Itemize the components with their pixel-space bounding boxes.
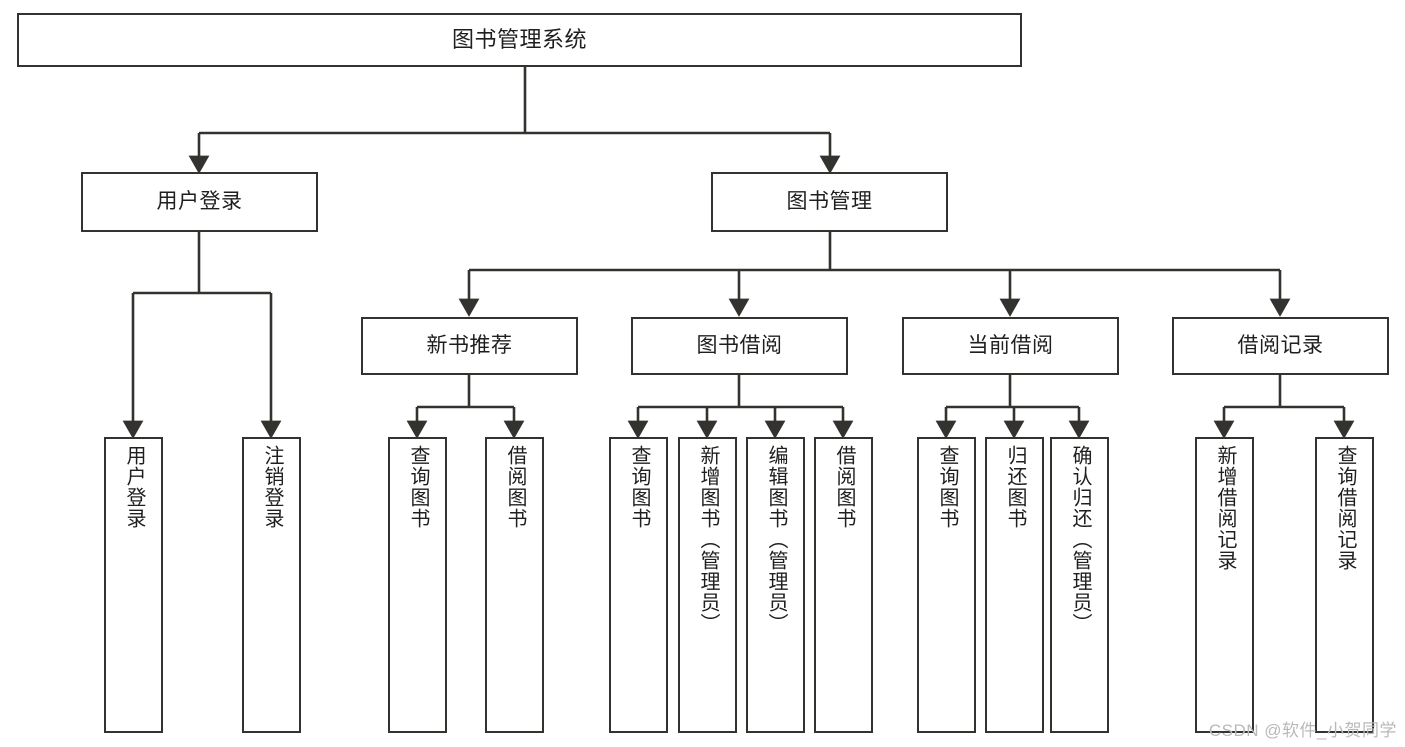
node-user-login[interactable]: 用户登录 bbox=[81, 172, 318, 232]
node-label: 查询借阅记录 bbox=[1334, 445, 1356, 571]
leaf-current-return-book[interactable]: 归还图书 bbox=[985, 437, 1044, 733]
leaf-new-book-borrow-book[interactable]: 借阅图书 bbox=[485, 437, 544, 733]
node-label: 编辑图书（管理员） bbox=[765, 445, 787, 634]
leaf-current-confirm-return-admin[interactable]: 确认归还（管理员） bbox=[1050, 437, 1109, 733]
leaf-borrow-add-book-admin[interactable]: 新增图书（管理员） bbox=[678, 437, 737, 733]
leaf-borrow-borrow-book[interactable]: 借阅图书 bbox=[814, 437, 873, 733]
node-label: 图书管理系统 bbox=[451, 27, 587, 53]
node-book-borrow[interactable]: 图书借阅 bbox=[631, 317, 848, 375]
node-label: 新增借阅记录 bbox=[1214, 445, 1236, 571]
node-label: 确认归还（管理员） bbox=[1069, 445, 1091, 634]
node-label: 新书推荐 bbox=[426, 333, 513, 357]
node-label: 当前借阅 bbox=[967, 333, 1054, 357]
leaf-user-login-login[interactable]: 用户登录 bbox=[104, 437, 163, 733]
node-label: 用户登录 bbox=[123, 445, 145, 529]
node-borrow-record[interactable]: 借阅记录 bbox=[1172, 317, 1389, 375]
node-label: 借阅记录 bbox=[1237, 333, 1324, 357]
node-new-book-recommendation[interactable]: 新书推荐 bbox=[361, 317, 578, 375]
node-current-borrow[interactable]: 当前借阅 bbox=[902, 317, 1119, 375]
node-label: 归还图书 bbox=[1004, 445, 1026, 529]
node-label: 借阅图书 bbox=[833, 445, 855, 529]
leaf-user-login-logout[interactable]: 注销登录 bbox=[242, 437, 301, 733]
node-label: 借阅图书 bbox=[504, 445, 526, 529]
node-label: 注销登录 bbox=[261, 445, 283, 529]
node-label: 新增图书（管理员） bbox=[697, 445, 719, 634]
node-label: 查询图书 bbox=[628, 445, 650, 529]
node-label: 用户登录 bbox=[156, 189, 243, 213]
node-root-library-system[interactable]: 图书管理系统 bbox=[17, 13, 1022, 67]
node-label: 图书管理 bbox=[786, 189, 873, 213]
leaf-new-book-query-book[interactable]: 查询图书 bbox=[388, 437, 447, 733]
node-label: 查询图书 bbox=[407, 445, 429, 529]
node-book-management[interactable]: 图书管理 bbox=[711, 172, 948, 232]
leaf-borrow-edit-book-admin[interactable]: 编辑图书（管理员） bbox=[746, 437, 805, 733]
leaf-record-query-borrow-record[interactable]: 查询借阅记录 bbox=[1315, 437, 1374, 733]
leaf-record-add-borrow-record[interactable]: 新增借阅记录 bbox=[1195, 437, 1254, 733]
leaf-borrow-query-book[interactable]: 查询图书 bbox=[609, 437, 668, 733]
watermark: CSDN @软件_小贺同学 bbox=[1208, 721, 1397, 740]
node-label: 查询图书 bbox=[936, 445, 958, 529]
leaf-current-query-book[interactable]: 查询图书 bbox=[917, 437, 976, 733]
node-label: 图书借阅 bbox=[696, 333, 783, 357]
